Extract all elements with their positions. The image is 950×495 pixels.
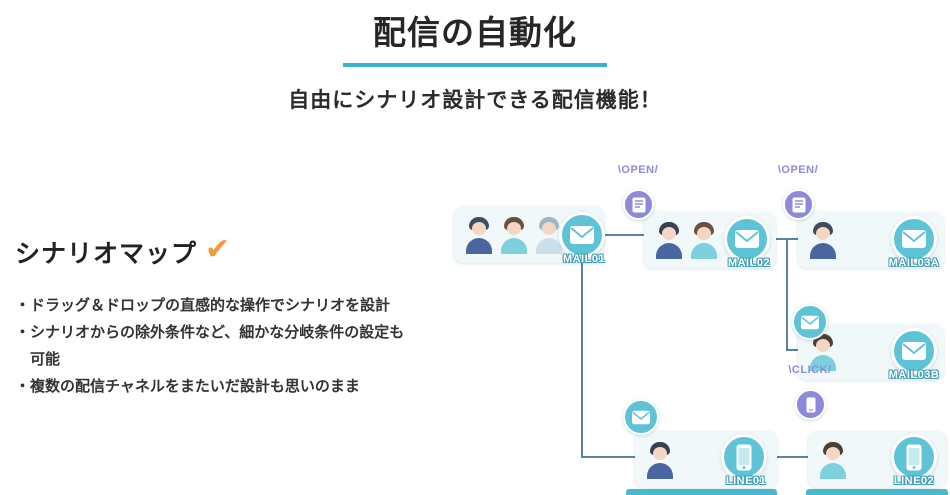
connector-to-line01 xyxy=(581,456,636,458)
node-label-mail02: MAIL02 xyxy=(727,257,771,269)
node-label-line01: LINE01 xyxy=(725,475,767,487)
scenario-map-diagram: \OPEN/ \OPEN/ \CLICK/ MAIL01 MAIL02 MAIL… xyxy=(448,160,950,495)
feature-bullet: ・シナリオからの除外条件など、細かな分岐条件の設定も可能 xyxy=(15,324,405,368)
connector-line01-line02 xyxy=(777,456,809,458)
person-avatar xyxy=(808,333,838,371)
page-subtitle: 自由にシナリオ設計できる配信機能！ xyxy=(288,89,662,112)
mail-icon xyxy=(724,216,770,262)
bottom-strip xyxy=(626,489,777,495)
connector-mail01-mail02 xyxy=(605,234,645,236)
feature-heading-text: シナリオマップ xyxy=(15,240,198,268)
person-avatar xyxy=(818,441,848,479)
document-icon xyxy=(623,189,654,220)
open-badge-label: \OPEN/ xyxy=(617,164,659,176)
page-title: 配信の自動化 xyxy=(343,6,607,67)
connector-branch-vertical xyxy=(786,238,788,351)
person-avatar xyxy=(499,216,529,254)
mail-icon xyxy=(559,212,605,258)
document-icon xyxy=(783,189,814,220)
feature-heading: シナリオマップ ✔ xyxy=(15,234,435,270)
header: 配信の自動化 xyxy=(0,6,950,67)
smartphone-icon xyxy=(891,434,937,480)
mail-icon xyxy=(891,328,937,374)
person-avatar xyxy=(534,216,564,254)
connector-mail01-down xyxy=(581,257,583,458)
person-avatar xyxy=(808,221,838,259)
mail-icon xyxy=(891,216,937,262)
mail-icon xyxy=(792,304,828,340)
feature-bullet-list: ・ドラッグ＆ドロップの直感的な操作でシナリオを設計 ・シナリオからの除外条件など… xyxy=(15,292,407,400)
node-label-line02: LINE02 xyxy=(893,475,935,487)
person-avatar xyxy=(654,221,684,259)
phone-icon xyxy=(795,389,826,420)
bottom-strip xyxy=(806,489,948,495)
check-icon: ✔ xyxy=(205,233,231,266)
node-label-mail01: MAIL01 xyxy=(562,253,606,265)
mail-icon xyxy=(623,399,659,435)
click-badge-label: \CLICK/ xyxy=(788,364,832,376)
person-avatar xyxy=(645,441,675,479)
node-label-mail03a: MAIL03A xyxy=(888,257,940,269)
open-badge-label: \OPEN/ xyxy=(777,164,819,176)
feature-bullet: ・ドラッグ＆ドロップの直感的な操作でシナリオを設計 xyxy=(15,297,391,314)
node-label-mail03b: MAIL03B xyxy=(888,369,940,381)
person-avatar xyxy=(689,221,719,259)
feature-block: シナリオマップ ✔ ・ドラッグ＆ドロップの直感的な操作でシナリオを設計 ・シナリ… xyxy=(15,234,435,400)
feature-bullet: ・複数の配信チャネルをまたいだ設計も思いのまま xyxy=(15,378,360,395)
connector-branch-mail03b xyxy=(786,349,799,351)
smartphone-icon xyxy=(721,434,767,480)
person-avatar xyxy=(464,216,494,254)
